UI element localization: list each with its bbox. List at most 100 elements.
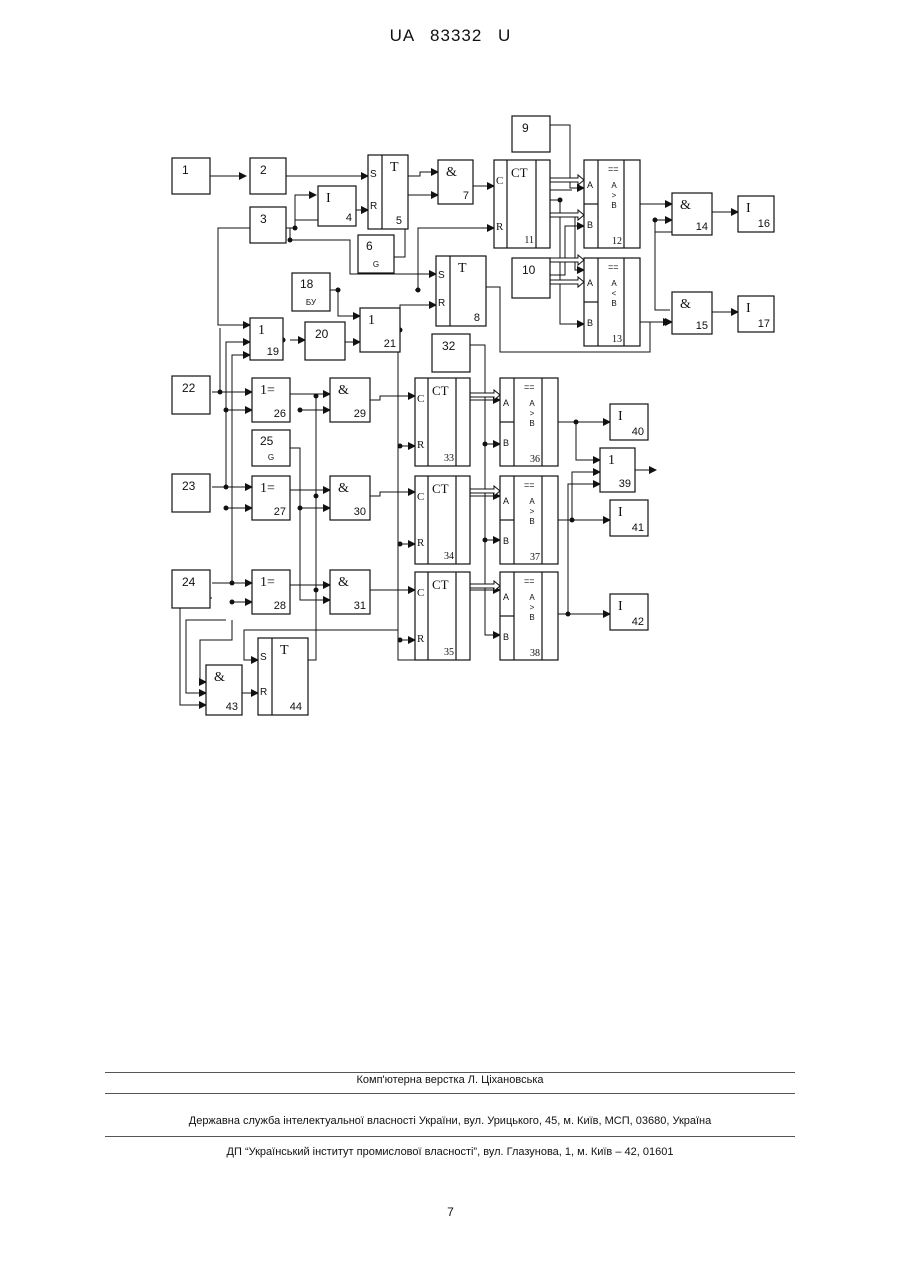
block-38-pin-b: B <box>503 632 509 642</box>
block-13-out-op: < <box>612 289 617 298</box>
block-13-symbol: == <box>608 262 619 272</box>
block-42-symbol: I <box>618 599 623 614</box>
block-36-out-op: > <box>530 409 535 418</box>
block-29-symbol: & <box>338 383 349 398</box>
block-17: I17 <box>738 296 774 332</box>
block-5: SRT5 <box>368 155 408 229</box>
block-32: 32 <box>432 334 470 372</box>
block-16: I16 <box>738 196 774 232</box>
block-25: 25G <box>252 430 290 466</box>
block-7: &7 <box>438 160 473 204</box>
block-38-out-op: > <box>530 603 535 612</box>
block-8-pin-r: R <box>438 298 445 309</box>
block-42-number: 42 <box>632 616 644 628</box>
block-6-symbol: G <box>373 260 379 269</box>
block-3-frame <box>250 207 286 243</box>
block-8-number: 8 <box>474 312 480 324</box>
block-38-pin-a: A <box>503 592 509 602</box>
block-28-number: 28 <box>274 600 286 612</box>
block-31: &31 <box>330 570 370 614</box>
block-30-number: 30 <box>354 506 366 518</box>
block-12-out-b: B <box>611 201 616 210</box>
block-4: I4 <box>318 186 356 226</box>
block-26-symbol: 1= <box>260 383 275 398</box>
block-24: 24 <box>172 570 210 608</box>
block-14: &14 <box>672 193 712 235</box>
block-3-number: 3 <box>260 212 267 226</box>
block-5-frame <box>368 155 408 229</box>
block-11-number: 11 <box>524 235 534 246</box>
block-9: 9 <box>512 116 550 152</box>
block-33-symbol: CT <box>432 383 449 398</box>
block-8: SRT8 <box>436 256 486 326</box>
block-34-pin-c: C <box>417 491 424 503</box>
block-10: 10 <box>512 258 550 298</box>
block-14-number: 14 <box>696 221 708 233</box>
block-12: AB==A>B12 <box>584 160 640 248</box>
block-11-pin-c: C <box>496 175 503 187</box>
block-37-pin-b: B <box>503 536 509 546</box>
block-17-number: 17 <box>758 318 770 330</box>
block-19-symbol: 1 <box>258 323 265 338</box>
block-5-number: 5 <box>396 215 402 227</box>
block-13-pin-a: A <box>587 278 593 288</box>
block-12-out-a: A <box>611 181 617 190</box>
block-30-symbol: & <box>338 481 349 496</box>
block-11: CRCT11 <box>494 160 550 248</box>
block-5-symbol: T <box>390 160 399 175</box>
block-6: 6G <box>358 235 394 273</box>
block-19-number: 19 <box>267 346 279 358</box>
block-5-pin-r: R <box>370 201 377 212</box>
block-7-number: 7 <box>463 190 469 202</box>
block-44-number: 44 <box>290 701 302 713</box>
page-number: 7 <box>0 1205 901 1219</box>
layout-credit: Комп'ютерна верстка Л. Ціхановська <box>105 1074 795 1086</box>
block-36-number: 36 <box>530 454 540 465</box>
block-35-pin-c: C <box>417 587 424 599</box>
block-37-out-b: B <box>529 517 534 526</box>
block-10-number: 10 <box>522 263 536 277</box>
block-40-number: 40 <box>632 426 644 438</box>
block-44-symbol: T <box>280 643 289 658</box>
block-3: 3 <box>250 207 286 243</box>
block-36-out-b: B <box>529 419 534 428</box>
block-38-out-a: A <box>529 593 535 602</box>
block-20-number: 20 <box>315 327 329 341</box>
block-43: & 43 <box>206 665 242 715</box>
block-15: &15 <box>672 292 712 334</box>
block-37: AB==A>B37 <box>500 476 558 564</box>
block-2-number: 2 <box>260 163 267 177</box>
block-21-symbol: 1 <box>368 313 375 328</box>
block-40-symbol: I <box>618 409 623 424</box>
block-26: 1=26 <box>252 378 290 422</box>
block-37-symbol: == <box>524 480 535 490</box>
block-11-symbol: CT <box>511 165 528 180</box>
block-16-number: 16 <box>758 218 770 230</box>
block-44: SRT44 <box>258 638 308 715</box>
block-21-number: 21 <box>384 338 396 350</box>
block-18-number: 18 <box>300 277 314 291</box>
block-41: I41 <box>610 500 648 536</box>
block-34: CRCT34 <box>415 476 470 564</box>
block-42: I 42 <box>610 594 648 630</box>
block-37-pin-a: A <box>503 496 509 506</box>
block-12-symbol: == <box>608 164 619 174</box>
block-37-number: 37 <box>530 552 540 563</box>
block-43-number: 43 <box>226 701 238 713</box>
block-35-pin-r: R <box>417 633 425 645</box>
block-36: AB==A>B36 <box>500 378 558 466</box>
block-20: 20 <box>305 322 345 360</box>
block-9-frame <box>512 116 550 152</box>
block-34-pin-r: R <box>417 537 425 549</box>
block-21: 1 21 <box>360 308 400 352</box>
block-13-out-a: A <box>611 279 617 288</box>
block-43-symbol: & <box>214 670 225 685</box>
block-24-number: 24 <box>182 575 196 589</box>
block-30: &30 <box>330 476 370 520</box>
block-37-out-op: > <box>530 507 535 516</box>
footer-divider-1 <box>105 1072 795 1073</box>
block-44-pin-s: S <box>260 652 267 663</box>
block-13: AB==A<B13 <box>584 258 640 346</box>
block-2-frame <box>250 158 286 194</box>
institute-address: ДП “Український інститут промислової вла… <box>105 1146 795 1158</box>
